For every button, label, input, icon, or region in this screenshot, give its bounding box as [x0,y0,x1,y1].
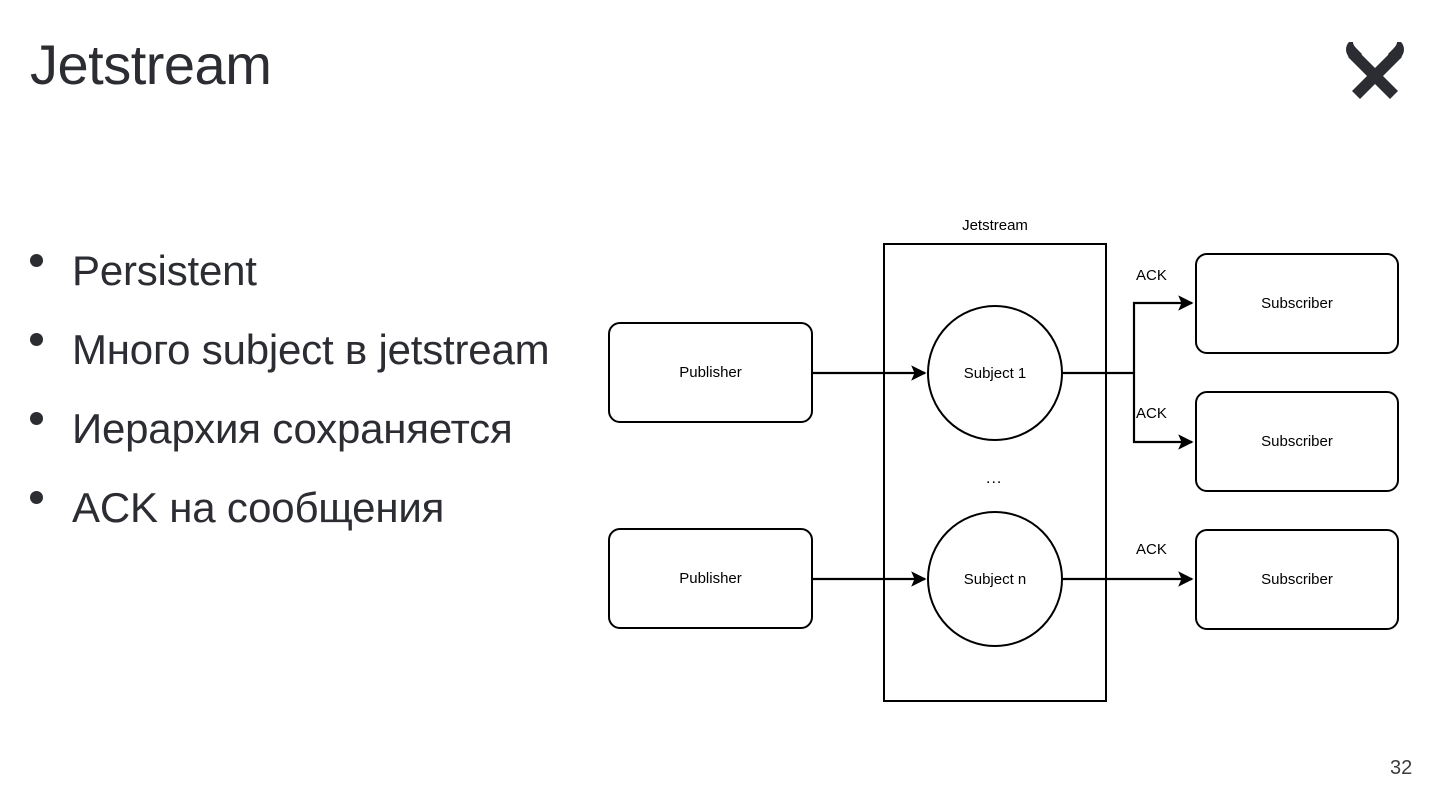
list-item: Иерархия сохраняется [30,390,630,467]
publisher-box-1[interactable]: Publisher [608,322,813,423]
subjects-ellipsis: ... [986,470,1003,487]
subject-circle-n[interactable]: Subject n [927,511,1063,647]
page-number: 32 [1390,757,1413,779]
bullet-dot-icon [30,491,43,504]
subject-circle-1[interactable]: Subject 1 [927,305,1063,441]
crossed-hammers-icon [1340,36,1410,100]
publisher-box-2[interactable]: Publisher [608,528,813,629]
publisher-label: Publisher [679,570,742,587]
subject-label: Subject n [963,570,1027,588]
bullet-dot-icon [30,254,43,267]
list-item: Много subject в jetstream [30,311,630,388]
bullet-dot-icon [30,333,43,346]
subscriber-box-3[interactable]: Subscriber [1195,529,1399,630]
subscriber-label: Subscriber [1261,295,1333,312]
bullet-dot-icon [30,412,43,425]
subscriber-box-2[interactable]: Subscriber [1195,391,1399,492]
list-item-label: Много subject в jetstream [72,326,550,373]
list-item: ACK на сообщения [30,469,630,546]
list-item-label: Иерархия сохраняется [72,405,513,452]
subscriber-label: Subscriber [1261,571,1333,588]
subject-label: Subject 1 [963,364,1027,382]
subscriber-label: Subscriber [1261,433,1333,450]
list-item-label: ACK на сообщения [72,484,445,531]
list-item-label: Persistent [72,247,257,294]
ack-label-3: ACK [1136,541,1167,558]
bullet-list: Persistent Много subject в jetstream Иер… [30,232,630,548]
ack-label-2: ACK [1136,405,1167,422]
ack-label-1: ACK [1136,267,1167,284]
publisher-label: Publisher [679,364,742,381]
list-item: Persistent [30,232,630,309]
jetstream-container-label: Jetstream [962,217,1028,234]
jetstream-container-box [883,243,1107,702]
page-title: Jetstream [30,33,272,96]
subscriber-box-1[interactable]: Subscriber [1195,253,1399,354]
